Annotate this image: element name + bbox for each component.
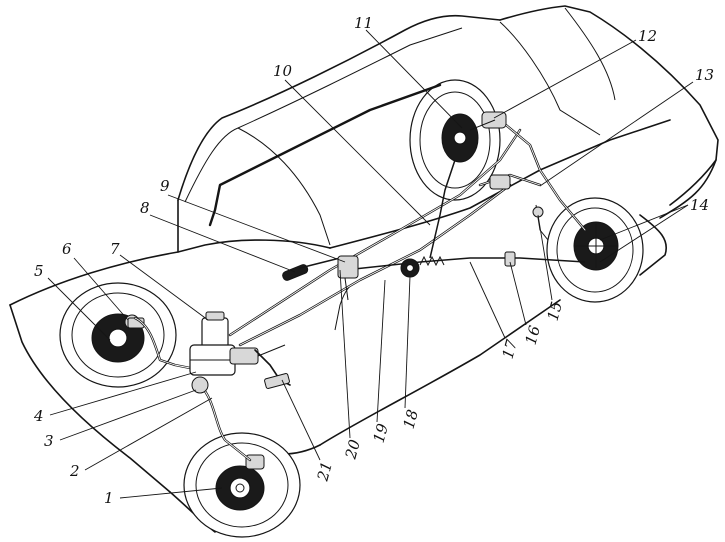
callout-8: 8 [140, 199, 150, 217]
leader-11 [365, 29, 463, 129]
callout-6: 6 [62, 240, 72, 258]
leader-13 [539, 81, 694, 187]
leader-20 [339, 269, 351, 439]
front-right-wheel [183, 432, 301, 538]
callout-17: 17 [499, 337, 521, 361]
leader-6 [73, 257, 129, 321]
leader-14a [599, 204, 689, 241]
callout-labels: 1 2 3 4 5 6 7 8 9 10 11 12 13 14 15 16 1… [33, 14, 714, 507]
callout-4: 4 [33, 407, 44, 425]
callout-19: 19 [370, 421, 392, 445]
leader-17 [469, 261, 506, 339]
callout-14: 14 [690, 196, 709, 214]
leader-9 [167, 194, 346, 263]
rear-brake-cylinder [469, 111, 507, 131]
callout-20: 20 [341, 437, 364, 462]
leader-19 [376, 279, 386, 423]
leader-14b [599, 204, 689, 263]
leader-16 [509, 261, 527, 326]
callout-7: 7 [110, 240, 120, 258]
callout-3: 3 [44, 432, 54, 450]
leader-8 [149, 214, 296, 273]
leader-12 [493, 39, 637, 119]
leader-7 [119, 254, 209, 321]
leader-5 [47, 277, 111, 341]
callout-18: 18 [400, 408, 422, 431]
leader-2 [84, 397, 213, 471]
leader-lines [47, 29, 694, 499]
leader-3 [59, 389, 197, 441]
callout-16: 16 [522, 323, 544, 347]
handbrake-cables [344, 159, 586, 271]
callout-5: 5 [34, 262, 44, 280]
rear-right-wheel [546, 197, 644, 303]
front-left-wheel [59, 282, 177, 388]
handbrake-lever [282, 255, 359, 301]
leader-4 [49, 371, 197, 416]
callout-2: 2 [69, 462, 80, 480]
rear-left-wheel [409, 79, 501, 201]
callout-10: 10 [273, 62, 293, 80]
leader-15 [537, 214, 553, 301]
callout-12: 12 [638, 27, 657, 45]
callout-9: 9 [160, 177, 170, 195]
master-cylinder-group [189, 311, 291, 394]
cable-equalizer [400, 251, 516, 278]
leader-1 [119, 487, 223, 499]
leader-18 [404, 275, 411, 409]
leader-10 [284, 79, 431, 226]
callout-1: 1 [104, 489, 114, 507]
leader-21 [281, 379, 321, 461]
callout-15: 15 [544, 300, 566, 323]
callout-11: 11 [354, 14, 373, 32]
callout-21: 21 [313, 460, 336, 484]
callout-13: 13 [695, 66, 714, 84]
